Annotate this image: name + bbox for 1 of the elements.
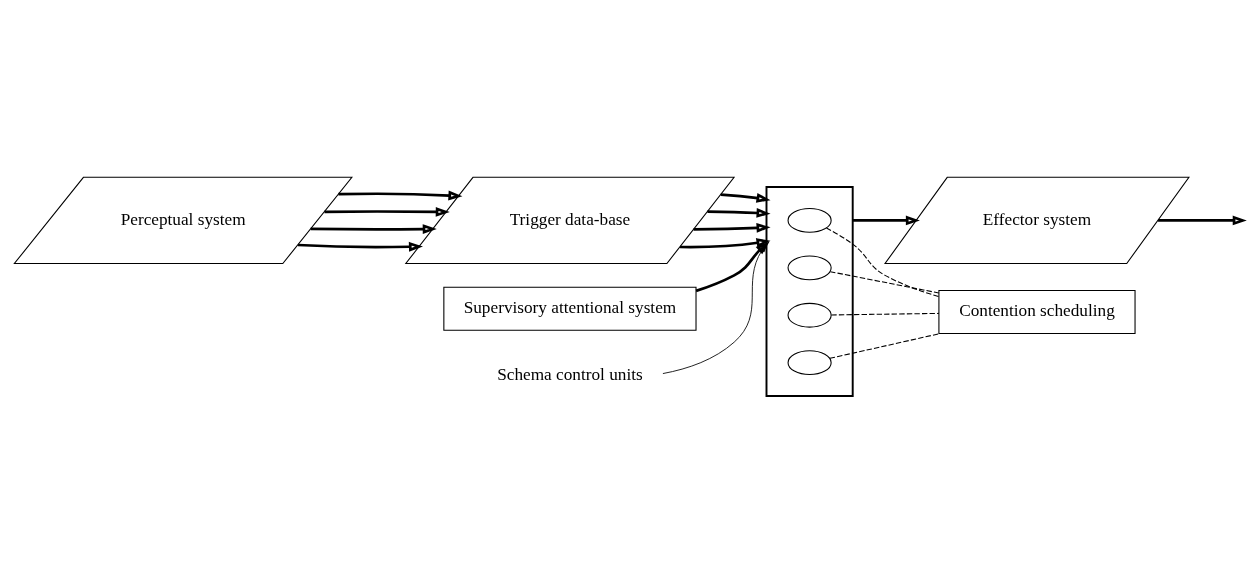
node-text: Schema control units [497, 364, 643, 384]
